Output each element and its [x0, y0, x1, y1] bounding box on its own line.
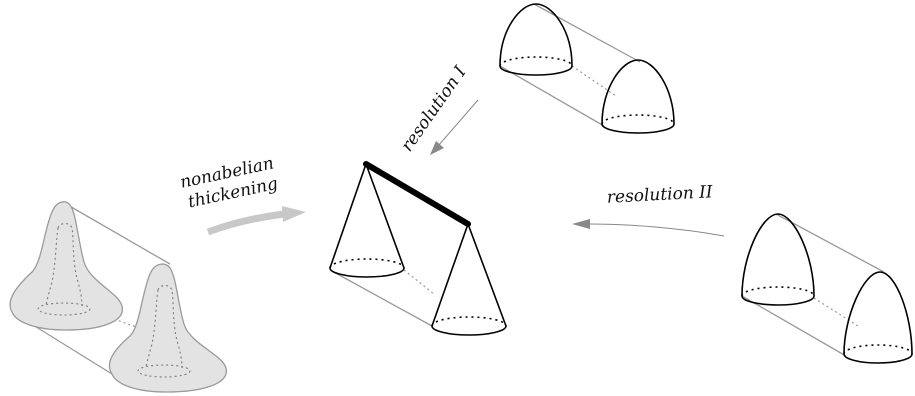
resolution-1-arrow-shaft [437, 99, 479, 147]
left-inner-base [37, 302, 91, 316]
right-inner-bell-contour [157, 284, 183, 369]
left-cone-side-2 [365, 163, 405, 269]
right-cone-side-1 [431, 223, 469, 327]
res1-top-edge [533, 3, 641, 63]
hidden-center-line [99, 313, 151, 333]
center-bottom-edge [329, 269, 433, 327]
left-inner-bell-contour-2 [45, 227, 59, 307]
res2-right-bell [843, 271, 913, 355]
right-inner-base [137, 364, 191, 378]
res1-left-base-back [499, 56, 573, 67]
res1-left-base-front [499, 65, 573, 76]
top-edge-line [65, 203, 171, 265]
res2-left-base-back [741, 286, 815, 297]
res1-left-bell [499, 3, 573, 67]
label-resolution-2: resolution II [606, 182, 713, 208]
left-thick-bell [9, 201, 123, 331]
right-inner-bell-contour-2 [145, 289, 159, 369]
res1-bottom-edge [499, 65, 605, 127]
resolution-2-arrow [572, 219, 725, 237]
thickened-bells [9, 201, 227, 393]
res2-bottom-edge [741, 295, 847, 357]
res1-right-base-front [601, 123, 675, 134]
resolution-2-bells [741, 213, 913, 364]
thickening-arrow [206, 206, 306, 236]
res2-right-base-back [843, 344, 913, 355]
right-thick-bell [108, 263, 227, 393]
res2-left-base-front [741, 295, 815, 306]
res2-hidden-line [813, 297, 859, 327]
right-cone-base-front [431, 325, 507, 336]
label-resolution-1: resolution I [397, 63, 470, 156]
res2-top-edge [775, 213, 885, 273]
thickening-label: nonabelian thickening [178, 153, 279, 212]
left-inner-bell-contour [57, 222, 83, 307]
resolution-2-arrow-head [572, 219, 590, 229]
res1-right-bell [601, 59, 675, 125]
center-hidden-line [403, 269, 435, 295]
resolution-2-arrow-shaft [587, 223, 725, 237]
res2-right-base-front [843, 353, 913, 364]
left-cone-base-front [329, 267, 405, 278]
res2-left-bell [741, 213, 815, 297]
res1-right-base-back [601, 114, 675, 125]
resolution-1-arrow [430, 99, 479, 155]
res1-hidden-line [571, 65, 617, 97]
resolution-1-bells [499, 3, 675, 134]
right-cone-side-2 [467, 223, 507, 327]
thickening-arrow-head [282, 206, 306, 222]
center-cones [329, 161, 507, 336]
right-cone-base-back [431, 316, 507, 327]
left-cone-side-1 [329, 163, 367, 269]
resolution-1-arrow-head [430, 141, 444, 155]
thick-bar [363, 161, 471, 227]
left-cone-base-back [329, 258, 405, 269]
thickening-arrow-shaft [206, 210, 285, 236]
